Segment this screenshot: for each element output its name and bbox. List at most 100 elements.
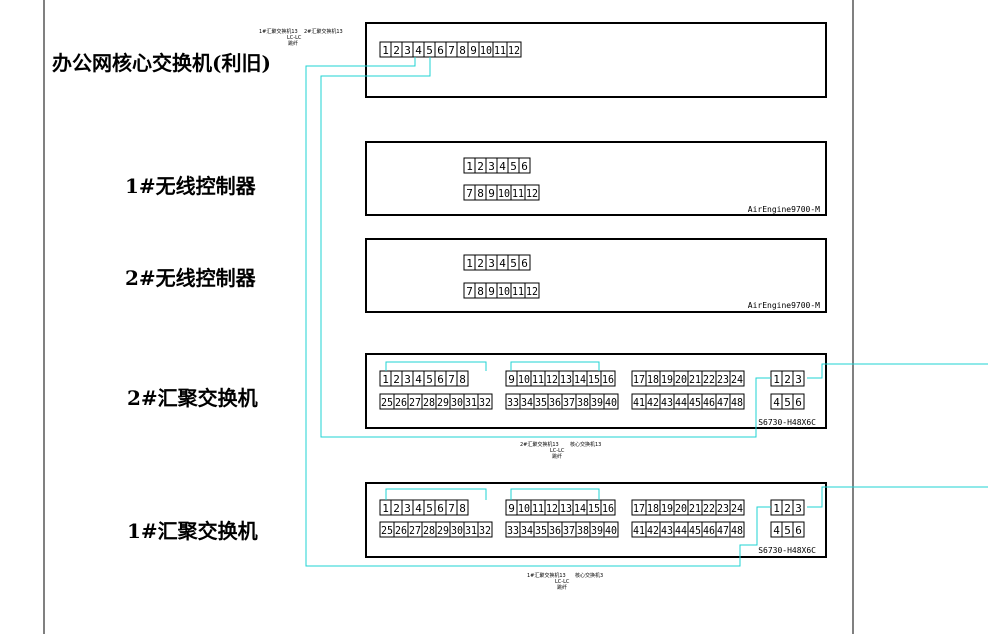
port-number: 1 [382,44,389,57]
port-number: 39 [591,524,603,537]
port-number: 36 [549,396,561,409]
cable-note-bot-b: 核心交换机3 [575,572,603,579]
cable-agg1-uplink-exit [807,486,988,508]
port-number: 6 [437,44,444,57]
port-number: 35 [535,396,547,409]
cable-note-bot-a: 1#汇聚交换机13 [527,572,566,579]
port-number: 5 [784,396,791,409]
cable-note-mid-a: 2#汇聚交换机13 [520,441,559,448]
port-number: 32 [479,524,491,537]
port-number: 28 [423,396,435,409]
port-number: 9 [470,44,477,57]
agg2-model: S6730-H48X6C [758,418,816,427]
port-number: 6 [795,524,802,537]
agg2-box [365,353,827,429]
port-number: 45 [689,396,701,409]
port-number: 32 [479,396,491,409]
port-number: 7 [466,187,473,200]
port-number: 25 [381,524,393,537]
core-switch-box [365,22,827,98]
port-number: 40 [605,524,617,537]
port-number: 3 [404,373,411,386]
port-number: 33 [507,524,519,537]
wlc1-label: 1#无线控制器 [125,174,257,198]
core-switch-label: 办公网核心交换机(利旧) [52,51,271,75]
port-box [603,393,619,410]
agg1-model: S6730-H48X6C [758,546,816,555]
port-number: 8 [477,187,484,200]
port-number: 3 [404,44,411,57]
port-number: 19 [661,502,673,515]
port-number: 18 [647,502,659,515]
agg1-label: 1#汇聚交换机 [127,519,258,543]
port-number: 1 [773,373,780,386]
agg2-bus-a [385,361,487,371]
port-box [792,393,805,410]
port-number: 38 [577,396,589,409]
wlc1-box [365,141,827,216]
port-number: 24 [731,373,743,386]
port-number: 21 [689,373,701,386]
port-number: 36 [549,524,561,537]
port-number: 37 [563,524,575,537]
port-number: 6 [437,502,444,515]
port-number: 4 [499,160,506,173]
port-number: 11 [532,373,544,386]
agg1-box [365,482,827,558]
port-box [729,393,745,410]
port-number: 25 [381,396,393,409]
port-number: 12 [546,373,558,386]
port-number: 11 [494,44,506,57]
port-number: 6 [795,396,802,409]
port-number: 10 [480,44,492,57]
port-box [518,157,531,174]
port-number: 16 [602,502,614,515]
port-number: 9 [508,373,515,386]
port-number: 5 [426,373,433,386]
port-number: 2 [393,373,400,386]
port-number: 4 [415,44,422,57]
port-number: 47 [717,524,729,537]
port-box [456,370,469,387]
port-number: 48 [731,396,743,409]
port-number: 4 [499,257,506,270]
agg2-bus-b [510,361,600,371]
port-number: 27 [409,524,421,537]
port-number: 10 [498,187,510,200]
port-number: 4 [415,373,422,386]
port-box [524,184,540,201]
port-number: 3 [488,160,495,173]
port-number: 29 [437,524,449,537]
port-number: 7 [448,373,455,386]
port-number: 26 [395,396,407,409]
port-number: 9 [488,187,495,200]
port-number: 18 [647,373,659,386]
port-number: 15 [588,502,600,515]
port-number: 7 [466,285,473,298]
cable-note-bot-d: 跳纤 [557,584,567,591]
port-number: 24 [731,502,743,515]
port-number: 28 [423,524,435,537]
port-number: 12 [508,44,520,57]
port-number: 31 [465,396,477,409]
port-number: 14 [574,502,586,515]
port-number: 1 [466,160,473,173]
port-number: 9 [488,285,495,298]
agg1-bus-a [385,488,487,500]
agg2-label: 2#汇聚交换机 [127,386,258,410]
port-number: 2 [784,502,791,515]
port-number: 29 [437,396,449,409]
port-number: 8 [459,502,466,515]
port-number: 3 [795,502,802,515]
port-box [524,282,540,299]
port-number: 35 [535,524,547,537]
wlc2-model: AirEngine9700-M [748,301,820,310]
port-number: 7 [448,502,455,515]
